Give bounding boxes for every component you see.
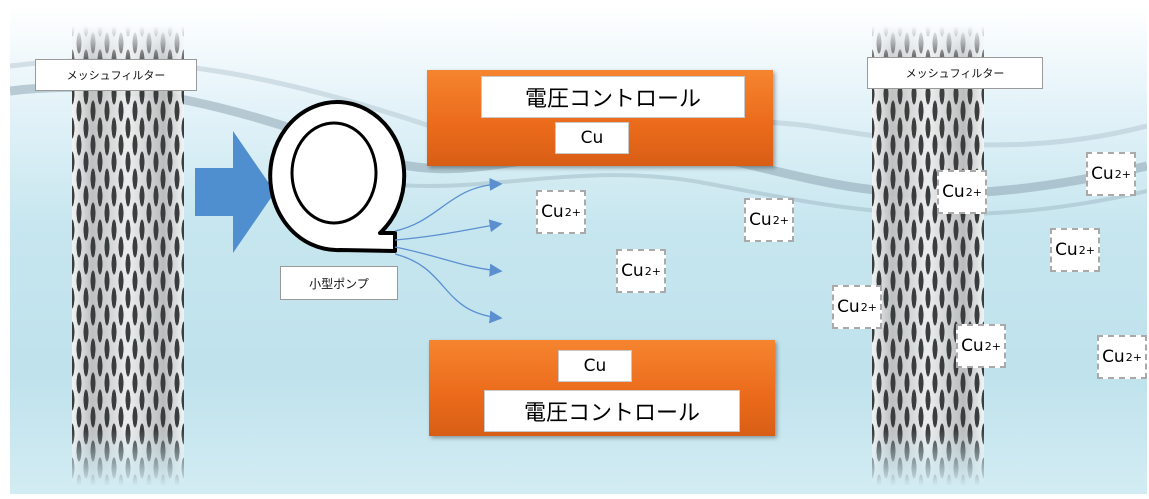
ion-charge: 2+: [1114, 167, 1131, 181]
mesh-filter-right: [872, 26, 984, 486]
ion-charge: 2+: [564, 205, 581, 219]
ion-charge: 2+: [984, 339, 1001, 353]
electrode-bottom: Cu 電圧コントロール: [429, 340, 775, 436]
ion-symbol: Cu: [1091, 164, 1114, 184]
flow-arrows: [394, 177, 503, 324]
ion-charge: 2+: [772, 213, 789, 227]
pump-label: 小型ポンプ: [280, 266, 398, 300]
ion-symbol: Cu: [1102, 347, 1125, 367]
electrode-bottom-title: 電圧コントロール: [484, 390, 740, 432]
mesh-filter-left: [72, 26, 184, 486]
flow-arrow-3: [394, 246, 503, 277]
flow-arrow-4: [394, 253, 503, 324]
inflow-block-arrow: [195, 131, 275, 253]
ion-charge: 2+: [644, 264, 661, 278]
ion-symbol: Cu: [621, 261, 644, 281]
ion-charge: 2+: [965, 185, 982, 199]
ion-symbol: Cu: [942, 182, 965, 202]
ion-charge: 2+: [1078, 243, 1095, 257]
flow-arrow-1: [394, 177, 503, 232]
flow-arrow-2: [394, 219, 503, 241]
ion-symbol: Cu: [961, 336, 984, 356]
electrode-bottom-metal: Cu: [558, 350, 632, 382]
ion-symbol: Cu: [1055, 240, 1078, 260]
ion-symbol: Cu: [837, 297, 860, 317]
mesh-filter-left-label: メッシュフィルター: [35, 59, 197, 91]
mesh-filter-right-label: メッシュフィルター: [867, 57, 1043, 89]
electrode-top-title: 電圧コントロール: [481, 76, 745, 118]
ion-charge: 2+: [860, 300, 877, 314]
pump-icon: [268, 100, 407, 253]
electrode-top-metal: Cu: [555, 122, 629, 154]
diagram-canvas: メッシュフィルター メッシュフィルター 小型ポンプ 電圧コントロール Cu Cu…: [10, 6, 1147, 494]
electrode-top: 電圧コントロール Cu: [427, 70, 773, 166]
ion-symbol: Cu: [749, 210, 772, 230]
ion-symbol: Cu: [541, 202, 564, 222]
ion-charge: 2+: [1125, 350, 1142, 364]
